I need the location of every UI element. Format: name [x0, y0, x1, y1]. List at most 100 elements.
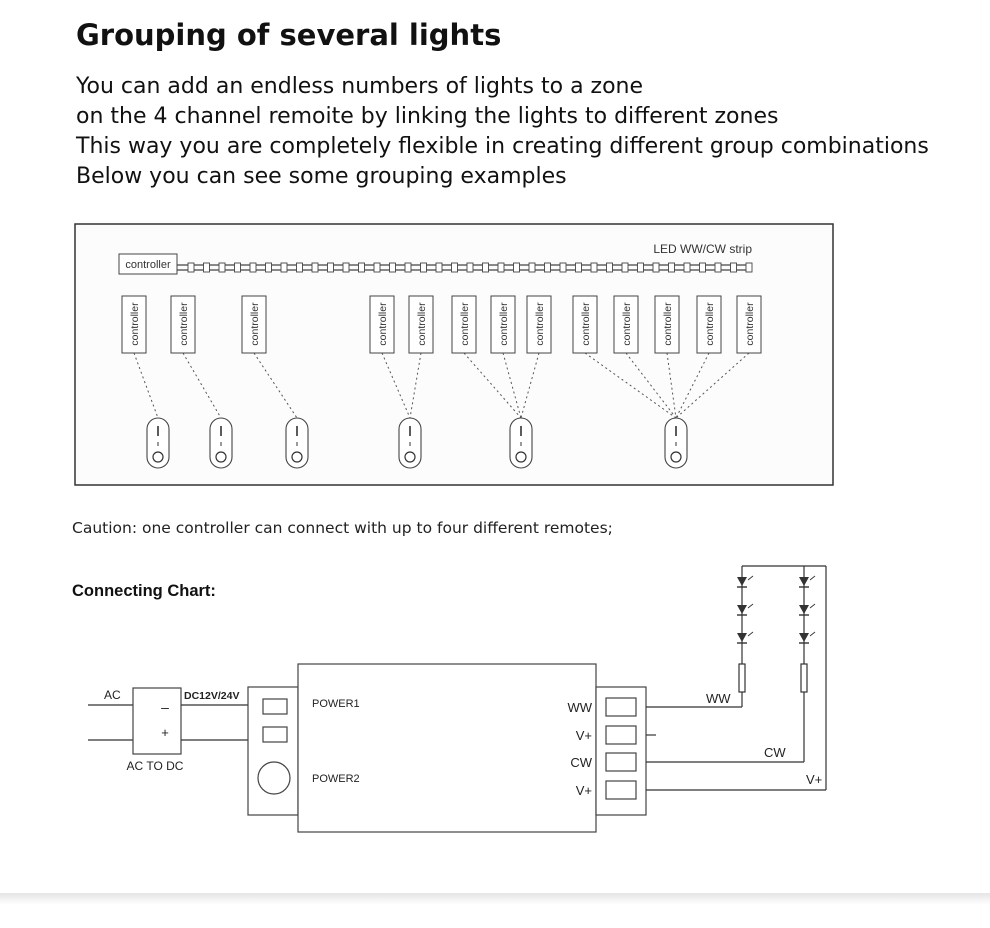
remote-link [675, 352, 710, 419]
ww-wire-label: WW [706, 691, 731, 706]
controller-label: controller [498, 302, 510, 346]
controller-label: controller [704, 302, 716, 346]
output-terminals: WWV+CWV+ [567, 697, 637, 800]
strip-led [730, 262, 737, 273]
remote-off-key [291, 451, 303, 463]
output-terminal [605, 752, 637, 772]
strip-led [466, 262, 474, 273]
strip-led [451, 262, 458, 273]
strip-led [497, 262, 505, 273]
strip-led [528, 262, 536, 273]
ac-dc-converter [132, 687, 182, 755]
terminal-label: V+ [576, 783, 592, 798]
remote-link [381, 352, 411, 419]
remote-off-key [152, 451, 164, 463]
controller-label: controller [377, 302, 389, 346]
remote-link [675, 352, 750, 419]
strip-led [249, 262, 257, 273]
strip-led [296, 262, 303, 273]
converter-label: AC TO DC [127, 759, 184, 773]
converter-minus: – [161, 699, 169, 715]
controller-label: controller [178, 302, 190, 346]
resistor [738, 663, 746, 693]
strip-led [637, 262, 644, 273]
connecting-chart-title: Connecting Chart: [72, 582, 216, 600]
strip-led [389, 262, 396, 273]
cw-wire-label: CW [764, 745, 786, 760]
connecting-chart: AC – + AC TO DC DC12V/24V POWER1 POWER2 … [88, 565, 827, 833]
led-diode-icon [799, 633, 809, 642]
controller-box [451, 295, 477, 354]
strip-led [544, 262, 551, 273]
strip-led [745, 262, 753, 273]
controller-box [613, 295, 639, 354]
strip-led [420, 262, 427, 273]
remote-link [666, 352, 677, 419]
led-columns [737, 575, 816, 693]
controller-label: controller [249, 302, 261, 346]
controller-box [369, 295, 395, 354]
intro-line: on the 4 channel remoite by linking the … [76, 104, 779, 129]
remote-off-key [215, 451, 227, 463]
led-diode-icon [799, 605, 809, 614]
controller-group: controller [170, 295, 233, 469]
controller-label: controller [534, 302, 546, 346]
strip-controller-label: controller [125, 259, 171, 271]
remote-link [502, 352, 522, 419]
vplus-wire-label: V+ [806, 772, 822, 787]
bottom-divider [0, 893, 990, 905]
controller-box [408, 295, 434, 354]
strip-led [590, 262, 598, 273]
strip-led [435, 262, 443, 273]
remote-off-key [515, 451, 527, 463]
strip-led [668, 262, 675, 273]
strip-led [683, 262, 691, 273]
strip-controller-box [118, 253, 178, 275]
controller-label: controller [662, 302, 674, 346]
output-terminal [605, 780, 637, 800]
power2-label: POWER2 [312, 773, 360, 785]
controller-label: controller [129, 302, 141, 346]
led-column [737, 575, 754, 693]
dc-label: DC12V/24V [184, 690, 239, 702]
terminal-label: V+ [576, 728, 592, 743]
remote-link [584, 352, 677, 419]
controller-label: controller [580, 302, 592, 346]
led-diode-icon [799, 577, 809, 586]
remote-link [625, 352, 677, 419]
output-terminal [605, 697, 637, 717]
strip-led [218, 262, 226, 273]
strip-leds [187, 262, 753, 273]
controller-box [121, 295, 147, 354]
controller-box [170, 295, 196, 354]
strip-led [575, 262, 582, 273]
ac-label: AC [104, 688, 121, 702]
output-terminal [605, 725, 637, 745]
intro-text: You can add an endless numbers of lights… [76, 72, 929, 192]
strip-led [265, 262, 272, 273]
strip-led [714, 262, 722, 273]
strip-led [513, 262, 520, 273]
converter-plus: + [161, 725, 169, 740]
strip-led [342, 262, 350, 273]
controller-box [696, 295, 722, 354]
remote-off-key [670, 451, 682, 463]
led-diode-icon [737, 633, 747, 642]
led-diode-icon [737, 605, 747, 614]
power1-label: POWER1 [312, 698, 360, 710]
strip-led [203, 262, 210, 273]
strip-led [482, 262, 489, 273]
strip-led [358, 262, 365, 273]
strip-led [311, 262, 319, 273]
power-terminal-2 [262, 726, 288, 743]
strip-led [327, 262, 334, 273]
remote-link [133, 352, 159, 419]
intro-line: You can add an endless numbers of lights… [76, 74, 644, 99]
resistor [800, 663, 808, 693]
controller-box [526, 295, 552, 354]
